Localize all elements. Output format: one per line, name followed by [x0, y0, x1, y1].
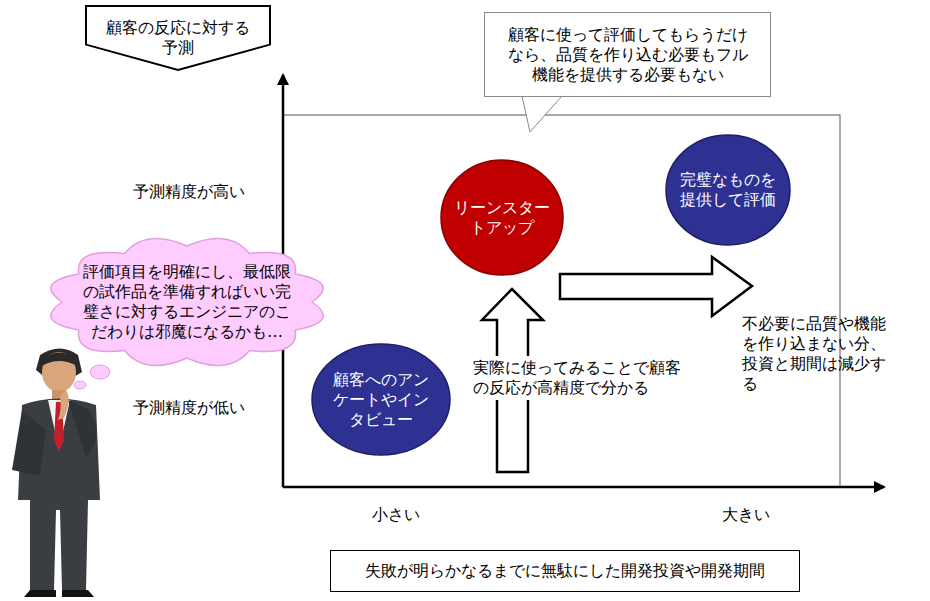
axis-title-pentagon: 顧客の反応に対する予測: [85, 5, 271, 71]
axis-level-label: 予測精度が高い: [133, 182, 263, 202]
axis-scale-label: 小さい: [372, 505, 452, 525]
node-text: 評価項目を明確にし、最低限の試作品を準備すればいい完璧さに対するエンジニアのこだ…: [81, 262, 293, 342]
callout-tail: [522, 96, 562, 132]
right-block-arrow: [560, 257, 752, 316]
thought-cloud: 評価項目を明確にし、最低限の試作品を準備すればいい完璧さに対するエンジニアのこだ…: [46, 232, 328, 372]
survey-circle: 顧客へのアンケートやインタビュー: [311, 343, 451, 456]
lean-startup-circle: リーンスタートアップ: [440, 159, 564, 276]
node-text: 顧客へのアンケートやインタビュー: [331, 370, 431, 430]
axis-scale-label: 大きい: [722, 505, 802, 525]
perfect-product-circle: 完璧なものを提供して評価: [665, 134, 791, 246]
node-text: 顧客に使って評価してもらうだけなら、品質を作り込む必要もフル機能を提供する必要も…: [505, 25, 751, 85]
x-axis: [283, 486, 884, 489]
node-text: リーンスタートアップ: [452, 198, 552, 238]
speech-callout: 顧客に使って評価してもらうだけなら、品質を作り込む必要もフル機能を提供する必要も…: [484, 12, 771, 97]
caption-box: 失敗が明らかなるまでに無駄にした開発投資や開発期間: [330, 550, 800, 592]
thought-dot: [74, 381, 86, 389]
thought-dot: [90, 365, 110, 379]
axis-level-label: 予測精度が低い: [133, 398, 263, 418]
thinking-man: [12, 349, 100, 598]
note-text: 不必要に品質や機能を作り込まない分、投資と期間は減少する: [742, 314, 894, 394]
node-text: 失敗が明らかなるまでに無駄にした開発投資や開発期間: [340, 561, 790, 581]
plot-frame: [283, 115, 840, 487]
arrow-note: 実際に使ってみることで顧客の反応が高精度で分かる: [470, 356, 690, 400]
node-text: 完璧なものを提供して評価: [678, 170, 778, 210]
node-text: 顧客の反応に対する予測: [103, 18, 253, 58]
